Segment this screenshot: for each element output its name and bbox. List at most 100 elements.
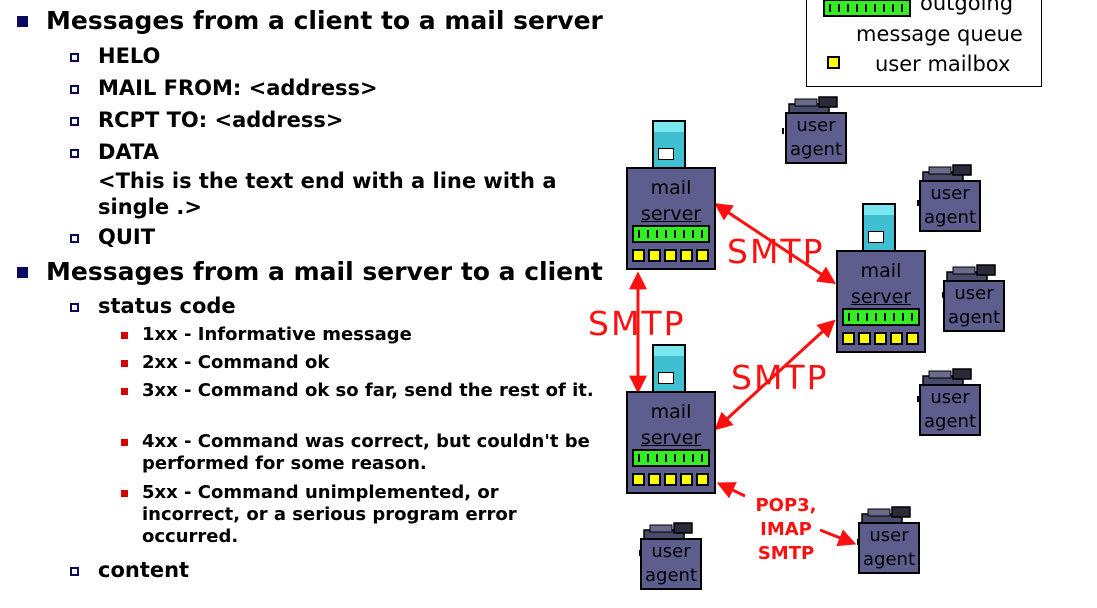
user-agent-3: user agent	[941, 264, 1007, 334]
computer-icon	[643, 522, 693, 538]
user-agent-label-1: user	[796, 115, 836, 136]
user-agent-label-1: user	[954, 283, 994, 304]
bullet-marker	[70, 303, 79, 312]
heading-client-to-server: Messages from a client to a mail server	[46, 6, 603, 35]
mailbox-icon	[680, 473, 693, 486]
computer-icon	[788, 96, 838, 112]
mailbox-icon	[874, 332, 887, 345]
bullet-marker	[17, 267, 28, 278]
server-label-2: server	[850, 286, 912, 308]
mailbox-icon	[632, 473, 645, 486]
user-agent-5: user agent	[638, 522, 704, 592]
arrow-pop3-to-user-agent	[819, 528, 857, 547]
user-agent-label-2: agent	[790, 139, 842, 160]
mail-server-top: mail server	[626, 120, 716, 270]
user-agent-label-1: user	[930, 183, 970, 204]
legend-mailbox-swatch	[827, 56, 840, 69]
mailbox-icon	[680, 249, 693, 262]
bullet-marker	[121, 388, 128, 395]
access-protocols-label: POP3, IMAP SMTP	[748, 494, 824, 566]
bullet-marker	[121, 332, 128, 339]
content-label: content	[98, 558, 190, 582]
bullet-marker	[17, 16, 28, 27]
mailbox-icon	[696, 249, 709, 262]
server-label-1: mail	[650, 177, 692, 199]
access-protocol-pop3: POP3,	[755, 495, 817, 516]
mailbox-icon	[632, 249, 645, 262]
mailbox-icon	[696, 473, 709, 486]
mailbox-icon	[890, 332, 903, 345]
user-agent-label-1: user	[869, 525, 909, 546]
user-agent-box: user agent	[858, 522, 920, 574]
bullet-marker	[121, 439, 128, 446]
user-agent-2: user agent	[917, 164, 983, 234]
bullet-marker	[70, 234, 79, 243]
command-helo: HELO	[98, 44, 161, 68]
bullet-marker	[70, 85, 79, 94]
status-code-5xx: 5xx - Command unimplemented, or incorrec…	[142, 482, 517, 547]
server-label-1: mail	[860, 260, 902, 282]
server-label-2: server	[640, 427, 702, 449]
user-agent-label-1: user	[651, 541, 691, 562]
bullet-marker	[121, 490, 128, 497]
command-mail-from: MAIL FROM: <address>	[98, 76, 378, 100]
legend-mailbox-label: user mailbox	[875, 52, 1011, 76]
smtp-label-middle: SMTP	[731, 358, 829, 397]
smtp-label-left: SMTP	[588, 304, 686, 343]
server-body: mail server	[836, 250, 926, 353]
mailbox-icon	[664, 473, 677, 486]
command-quit: QUIT	[98, 225, 156, 249]
server-label-2: server	[640, 203, 702, 225]
status-code-label: status code	[98, 294, 236, 318]
bullet-marker	[70, 117, 79, 126]
legend-queue-label-2: message queue	[856, 22, 1023, 46]
smtp-label-top: SMTP	[727, 232, 825, 271]
bullet-marker	[121, 360, 128, 367]
access-protocol-smtp: SMTP	[757, 543, 815, 564]
bullet-marker	[70, 567, 79, 576]
user-agent-label-2: agent	[924, 411, 976, 432]
user-agent-label-2: agent	[948, 307, 1000, 328]
server-body: mail server	[626, 167, 716, 270]
server-body: mail server	[626, 391, 716, 494]
legend-queue-swatch	[823, 0, 911, 17]
computer-icon	[922, 164, 972, 180]
user-agent-4: user agent	[917, 368, 983, 438]
bullet-marker	[70, 53, 79, 62]
user-agent-label-2: agent	[924, 207, 976, 228]
mail-server-bottom: mail server	[626, 344, 716, 494]
user-agent-label-2: agent	[863, 549, 915, 570]
status-code-1xx: 1xx - Informative message	[142, 324, 412, 345]
mailbox-icon	[648, 473, 661, 486]
user-agent-box: user agent	[640, 538, 702, 590]
server-tower-icon	[652, 120, 686, 170]
computer-icon	[922, 368, 972, 384]
arrow-top-server-to-right-server	[714, 203, 836, 284]
arrow-bottom-server-to-pop3	[716, 482, 746, 499]
legend: outgoing message queue user mailbox	[806, 0, 1042, 87]
user-agent-label-1: user	[930, 387, 970, 408]
status-code-2xx: 2xx - Command ok	[142, 352, 330, 373]
mailbox-icon	[648, 249, 661, 262]
command-data: DATA	[98, 140, 160, 164]
status-code-3xx: 3xx - Command ok so far, send the rest o…	[142, 380, 594, 401]
user-agent-box: user agent	[943, 280, 1005, 332]
mailbox-icon	[906, 332, 919, 345]
status-code-4xx: 4xx - Command was correct, but couldn't …	[142, 431, 590, 474]
outgoing-queue	[632, 225, 710, 243]
server-tower-icon	[652, 344, 686, 394]
user-agent-label-2: agent	[645, 565, 697, 586]
mailbox-icon	[664, 249, 677, 262]
computer-icon	[946, 264, 996, 280]
server-tower-icon	[862, 203, 896, 253]
command-data-detail: <This is the text end with a line with a…	[98, 169, 557, 219]
mailbox-icon	[858, 332, 871, 345]
user-agent-box: user agent	[919, 384, 981, 436]
computer-icon	[861, 506, 911, 522]
user-agent-box: user agent	[919, 180, 981, 232]
user-agent-1: user agent	[783, 96, 849, 166]
user-agent-6: user agent	[856, 506, 922, 576]
mail-server-right: mail server	[836, 203, 926, 353]
command-rcpt-to: RCPT TO: <address>	[98, 108, 344, 132]
